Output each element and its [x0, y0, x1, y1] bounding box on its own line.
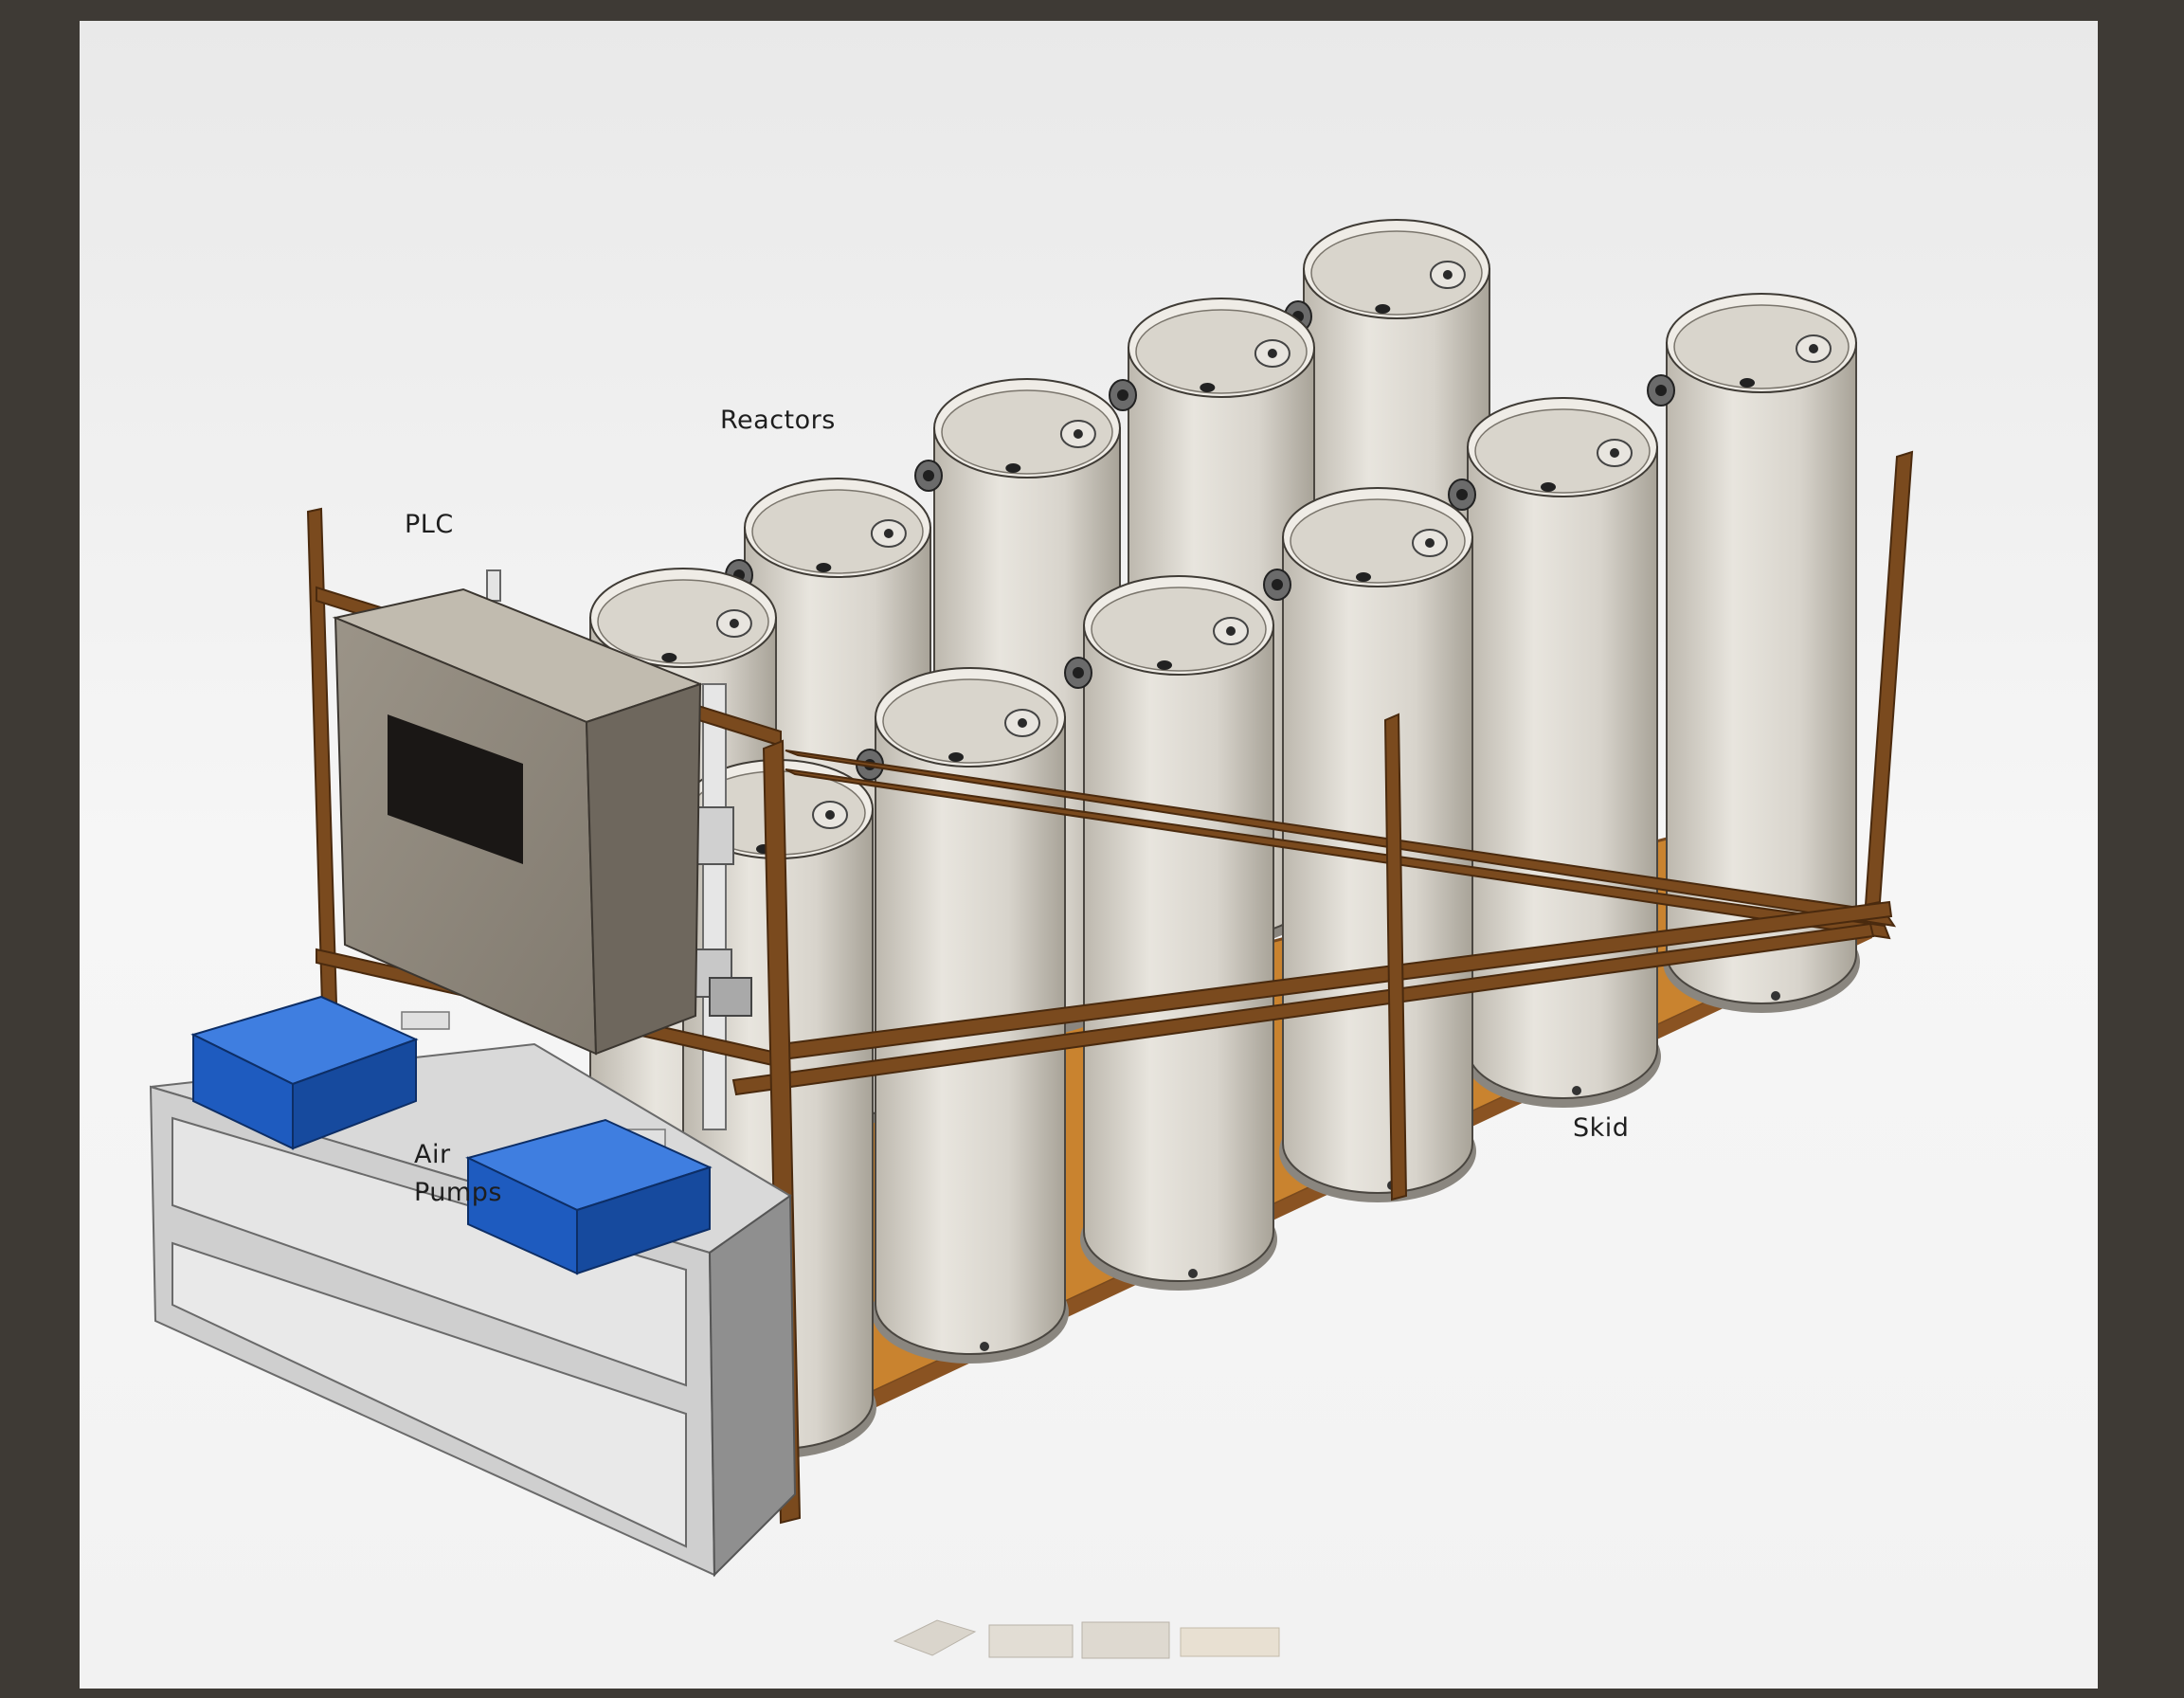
air-pump-1 — [190, 995, 450, 1150]
reactor-9 — [1064, 575, 1277, 1291]
reactor-7 — [1263, 487, 1476, 1202]
plc-enclosure — [332, 569, 703, 1056]
reactor-5 — [1448, 397, 1661, 1108]
skid-label: Skid — [1573, 1113, 1630, 1143]
skid-3d-model — [80, 21, 2098, 1689]
plc-label: PLC — [405, 510, 454, 539]
air-pumps-label-line1: Air — [414, 1140, 451, 1169]
plc-display-icon — [388, 714, 523, 864]
riser-pipe — [693, 683, 752, 1130]
thumbnail-strip-icon — [893, 1619, 1280, 1659]
drawing-canvas: Reactors PLC Air Pumps Skid — [80, 21, 2098, 1689]
air-pump-2 — [465, 1118, 713, 1275]
air-pumps-label-line2: Pumps — [414, 1178, 502, 1207]
air-pumps — [190, 995, 713, 1275]
reactors-label: Reactors — [720, 406, 836, 435]
